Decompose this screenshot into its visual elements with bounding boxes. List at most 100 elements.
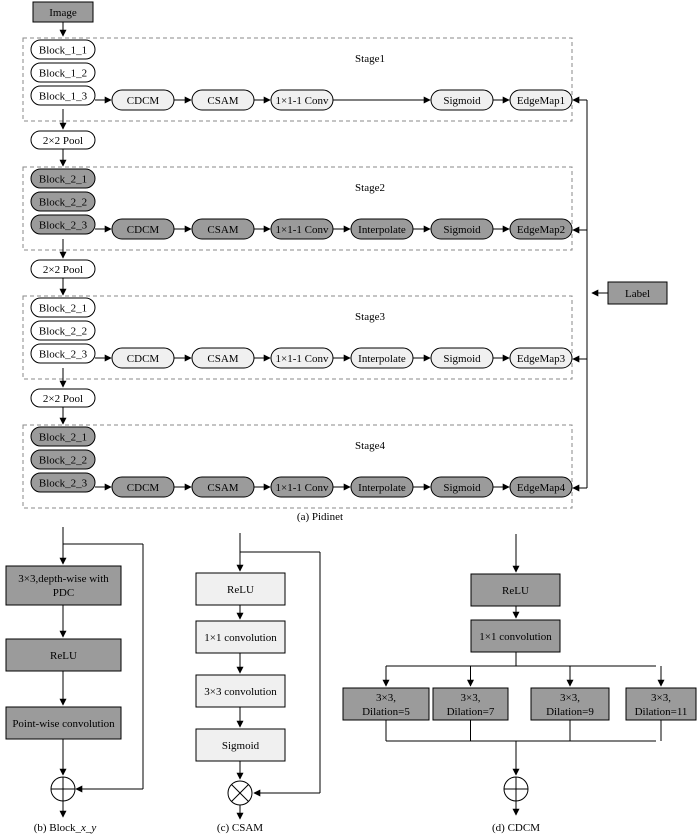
csam-conv3-label: 3×3 convolution bbox=[204, 686, 277, 698]
block-4-3: Block_2_3 bbox=[30, 472, 96, 493]
pipeline-label: Sigmoid bbox=[443, 482, 481, 494]
stage-3-interpolate-node: Interpolate bbox=[350, 347, 414, 369]
pipeline-label: CSAM bbox=[207, 482, 238, 494]
pipeline-label: 1×1-1 Conv bbox=[276, 224, 329, 236]
pipeline-label: CSAM bbox=[207, 95, 238, 107]
block-label: Block_2_2 bbox=[39, 326, 87, 338]
stage-2-interpolate-node: Interpolate bbox=[350, 218, 414, 240]
pipeline-label: Interpolate bbox=[358, 482, 406, 494]
pipeline-label: CDCM bbox=[127, 482, 160, 494]
block-3-2: Block_2_2 bbox=[30, 320, 96, 341]
block-label: Block_2_3 bbox=[39, 220, 88, 232]
stage-title: Stage4 bbox=[355, 440, 385, 452]
pipeline-label: EdgeMap4 bbox=[517, 482, 566, 494]
csam-sigmoid-box bbox=[195, 728, 286, 762]
csam-conv3-box bbox=[195, 674, 286, 708]
label-text: Label bbox=[625, 288, 650, 300]
stage-title: Stage2 bbox=[355, 182, 385, 194]
stage-2-cdcm-node: CDCM bbox=[111, 218, 175, 240]
dilation-line2: Dilation=5 bbox=[362, 706, 410, 718]
stage-1-edgemap1-node: EdgeMap1 bbox=[509, 89, 573, 111]
svg-text:2×2 Pool: 2×2 Pool bbox=[43, 393, 83, 405]
stage-1-cdcm-node: CDCM bbox=[111, 89, 175, 111]
dilation-line2: Dilation=9 bbox=[546, 706, 594, 718]
csam-caption: (c) CSAM bbox=[217, 822, 263, 834]
image-label: Image bbox=[49, 7, 77, 19]
cdcm-relu-label: ReLU bbox=[502, 585, 529, 597]
stage-4-1-1-1-conv-node: 1×1-1 Conv bbox=[270, 476, 334, 498]
dilation-branch-4: 3×3, Dilation=11 bbox=[625, 666, 697, 741]
stage-3-sigmoid-node: Sigmoid bbox=[430, 347, 494, 369]
stage-3-cdcm-node: CDCM bbox=[111, 347, 175, 369]
csam-conv1-label: 1×1 convolution bbox=[204, 632, 277, 644]
block-4-2: Block_2_2 bbox=[30, 449, 96, 470]
add-icon bbox=[50, 776, 76, 802]
pointwise-conv-box bbox=[5, 706, 122, 740]
csam-relu-label: ReLU bbox=[227, 584, 254, 596]
dilation-line1: 3×3, bbox=[560, 692, 580, 704]
pipeline-label: CDCM bbox=[127, 224, 160, 236]
stage-3-edgemap3-node: EdgeMap3 bbox=[509, 347, 573, 369]
block-label: Block_2_3 bbox=[39, 478, 88, 490]
dilation-branch-3: 3×3, Dilation=9 bbox=[530, 666, 610, 741]
block-1-3: Block_1_3 bbox=[30, 85, 96, 106]
stage-4-sigmoid-node: Sigmoid bbox=[430, 476, 494, 498]
pipeline-label: Interpolate bbox=[358, 353, 406, 365]
stage-3-1-1-1-conv-node: 1×1-1 Conv bbox=[270, 347, 334, 369]
pipeline-label: CSAM bbox=[207, 353, 238, 365]
pidinet-panel: Image Label Stage1 Block_1_1Block_1_2Bloc… bbox=[22, 1, 668, 523]
block-2-2: Block_2_2 bbox=[30, 191, 96, 212]
pool-2: 2×2 Pool bbox=[30, 259, 96, 279]
multiply-icon bbox=[227, 780, 253, 806]
dilation-line2: Dilation=11 bbox=[635, 706, 688, 718]
pipeline-label: EdgeMap3 bbox=[517, 353, 566, 365]
pipeline-label: Sigmoid bbox=[443, 224, 481, 236]
dilation-line1: 3×3, bbox=[461, 692, 481, 704]
dilation-line2: Dilation=7 bbox=[447, 706, 495, 718]
block-label: Block_2_2 bbox=[39, 455, 87, 467]
stage-2-1-1-1-conv-node: 1×1-1 Conv bbox=[270, 218, 334, 240]
block-label: Block_1_2 bbox=[39, 68, 87, 80]
dilation-branch-2: 3×3, Dilation=7 bbox=[432, 666, 509, 741]
stage-2-sigmoid-node: Sigmoid bbox=[430, 218, 494, 240]
block-label: Block_2_1 bbox=[39, 432, 87, 444]
stage-1-1-1-1-conv-node: 1×1-1 Conv bbox=[270, 89, 334, 111]
block-label: Block_2_1 bbox=[39, 303, 87, 315]
block-panel: 3×3,depth-wise with PDC ReLU Point-wise … bbox=[5, 527, 144, 834]
depthwise-line2: PDC bbox=[53, 587, 74, 599]
block-caption: (b) Block_x_y bbox=[34, 822, 97, 834]
block-label: Block_1_1 bbox=[39, 45, 87, 57]
dilation-line1: 3×3, bbox=[651, 692, 671, 704]
pipeline-label: Sigmoid bbox=[443, 353, 481, 365]
pipeline-label: Sigmoid bbox=[443, 95, 481, 107]
pipeline-label: 1×1-1 Conv bbox=[276, 95, 329, 107]
pipeline-label: EdgeMap1 bbox=[517, 95, 565, 107]
block-label: Block_2_2 bbox=[39, 197, 87, 209]
stage-title: Stage3 bbox=[355, 311, 385, 323]
stage-1-sigmoid-node: Sigmoid bbox=[430, 89, 494, 111]
stage-4-interpolate-node: Interpolate bbox=[350, 476, 414, 498]
pool-3: 2×2 Pool bbox=[30, 388, 96, 408]
stage-2-csam-node: CSAM bbox=[191, 218, 255, 240]
stage-1-csam-node: CSAM bbox=[191, 89, 255, 111]
stage-2-edgemap2-node: EdgeMap2 bbox=[509, 218, 573, 240]
depthwise-line1: 3×3,depth-wise with bbox=[18, 573, 109, 585]
svg-text:2×2 Pool: 2×2 Pool bbox=[43, 135, 83, 147]
stage-title: Stage1 bbox=[355, 53, 385, 65]
dilation-line1: 3×3, bbox=[376, 692, 396, 704]
block-label: Block_2_3 bbox=[39, 349, 88, 361]
stage-3-csam-node: CSAM bbox=[191, 347, 255, 369]
stage-4-csam-node: CSAM bbox=[191, 476, 255, 498]
block-1-2: Block_1_2 bbox=[30, 62, 96, 83]
cdcm-caption: (d) CDCM bbox=[492, 822, 540, 834]
pipeline-label: EdgeMap2 bbox=[517, 224, 565, 236]
cdcm-panel: ReLU 1×1 convolution 3×3,Dilation=53×3,D… bbox=[342, 534, 697, 834]
pointwise-conv-label: Point-wise convolution bbox=[12, 718, 115, 730]
block-3-1: Block_2_1 bbox=[30, 297, 96, 318]
block-4-1: Block_2_1 bbox=[30, 426, 96, 447]
block-2-1: Block_2_1 bbox=[30, 168, 96, 189]
